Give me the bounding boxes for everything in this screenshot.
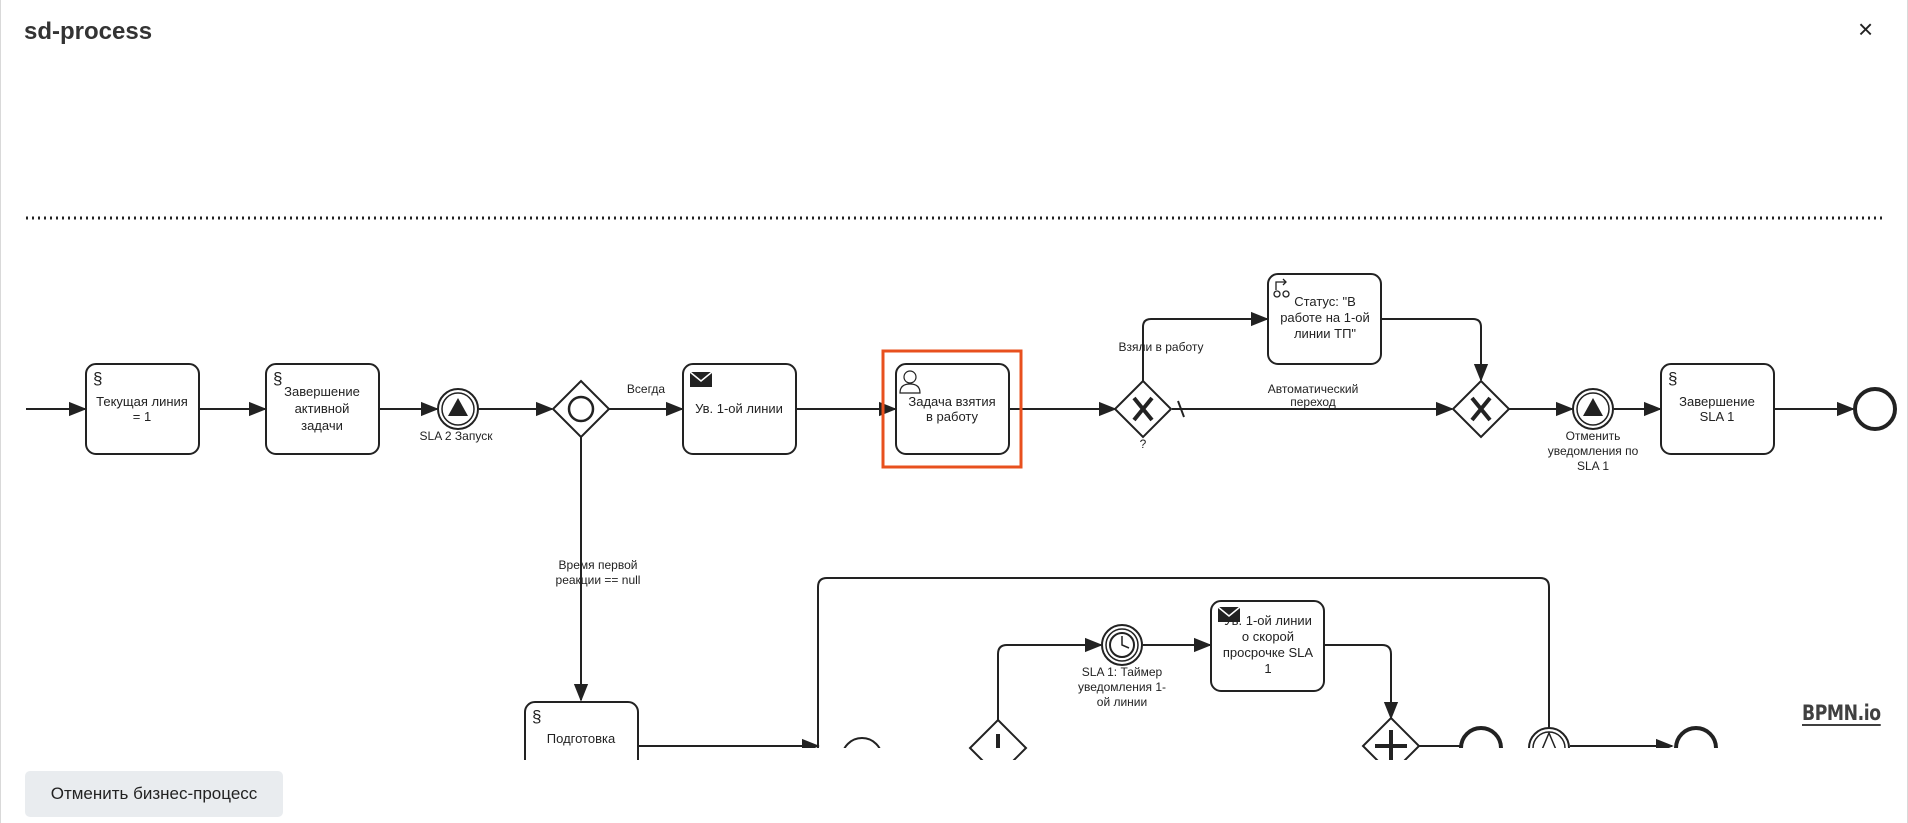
event-lower-start[interactable]	[842, 737, 882, 760]
close-icon[interactable]: ×	[1858, 14, 1874, 44]
gateway-parallel[interactable]	[1361, 716, 1421, 760]
flow-label-always: Всегда	[627, 382, 666, 396]
flow-task8-to-parallel[interactable]	[1324, 644, 1399, 720]
modal-left-edge	[0, 0, 1, 823]
event-label-sla2: SLA 2 Запуск	[420, 429, 494, 443]
svg-text:Подготовка: Подготовка	[547, 731, 616, 746]
modal-title: sd-process	[24, 18, 153, 45]
flow-label-question: ?	[1140, 437, 1147, 451]
event-cancel-sla1[interactable]	[1572, 388, 1614, 430]
script-icon: §	[1668, 369, 1677, 388]
flow-taken[interactable]	[1142, 311, 1269, 381]
cancel-process-button[interactable]: Отменить бизнес-процесс	[25, 771, 283, 817]
bpmn-io-logo[interactable]: BPMN.io	[1802, 701, 1881, 727]
business-rule-icon	[1273, 278, 1290, 298]
end-event-lower-2[interactable]	[1674, 726, 1718, 760]
svg-text:Текущая линия= 1: Текущая линия= 1	[96, 394, 188, 424]
task-notify-first-line[interactable]: Ув. 1-ой линии	[682, 363, 797, 455]
envelope-icon	[689, 371, 713, 387]
flow-split-to-timer[interactable]	[997, 637, 1103, 742]
flow-default-marker	[1177, 400, 1185, 418]
script-icon: §	[532, 707, 541, 726]
end-event-main[interactable]	[1853, 387, 1897, 431]
gateway-inclusive[interactable]	[551, 379, 611, 439]
gateway-exclusive-2[interactable]	[1451, 379, 1511, 439]
end-event-lower-1[interactable]	[1459, 726, 1503, 760]
flow-loop-top	[817, 577, 1550, 748]
event-escalation[interactable]	[1528, 727, 1570, 760]
flow-task5-to-gateway3[interactable]	[1381, 318, 1489, 382]
user-icon	[899, 370, 921, 394]
flow-label-taken: Взяли в работу	[1118, 340, 1203, 354]
gateway-exclusive-1[interactable]	[1113, 379, 1173, 439]
selection-outline	[881, 349, 1023, 469]
event-sla2-start[interactable]	[437, 388, 479, 430]
envelope-icon	[1217, 606, 1241, 622]
task-current-line[interactable]: § Текущая линия= 1	[85, 363, 200, 455]
task-preparation[interactable]: § Подготовка	[524, 701, 639, 760]
svg-text:Ув. 1-ой линии: Ув. 1-ой линии	[695, 401, 783, 416]
script-icon: §	[93, 369, 102, 388]
clock-icon	[1109, 632, 1135, 658]
script-icon: §	[273, 369, 282, 388]
timer-event-sla1[interactable]	[1101, 624, 1143, 666]
gateway-lower-1[interactable]	[968, 718, 1028, 760]
